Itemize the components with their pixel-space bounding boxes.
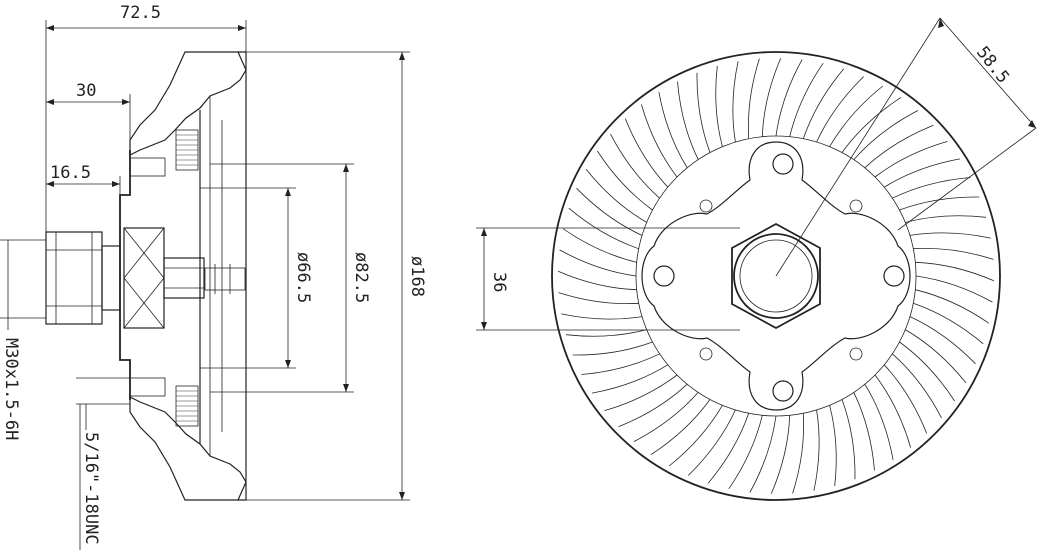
bearing-block <box>123 227 165 329</box>
dim-hub-depth: 30 <box>76 81 96 101</box>
fan-fin <box>558 292 639 305</box>
spring-coil-top <box>175 129 199 171</box>
fan-fin <box>841 97 902 153</box>
dim-flange-depth: 16.5 <box>50 163 91 183</box>
fan-fin <box>592 364 669 394</box>
fan-fin <box>899 341 955 402</box>
dim-hex-size: 36 <box>489 272 509 292</box>
housing-section-top <box>129 51 247 156</box>
fan-fin <box>874 374 911 448</box>
fan-fin <box>624 118 669 188</box>
fan-fin <box>915 261 995 282</box>
fan-fin <box>581 353 660 375</box>
fan-fin <box>633 392 699 442</box>
fan-fin <box>618 383 688 428</box>
fan-fin <box>677 81 699 160</box>
fan-outer-circle <box>551 51 1001 501</box>
fan-fin <box>789 62 824 137</box>
fan-fin <box>561 313 643 320</box>
fan-fin <box>604 374 678 411</box>
dim-diameter-82: ø82.5 <box>351 252 371 303</box>
shaft <box>163 257 205 299</box>
hub-star-flange <box>641 141 911 411</box>
fan-fin <box>816 76 865 143</box>
threaded-hub <box>45 231 103 325</box>
fan-fin <box>853 110 919 160</box>
fan-fin <box>658 92 688 169</box>
fan-fin <box>802 68 845 139</box>
fan-fin <box>864 124 934 169</box>
housing-outline <box>119 150 131 400</box>
fan-fin <box>905 215 986 223</box>
front-view: 36 58.5 <box>476 17 1037 501</box>
fan-fin <box>892 177 971 199</box>
cooling-fins <box>557 57 995 495</box>
fan-fin <box>899 196 980 211</box>
fan-fin <box>687 409 736 476</box>
housing-section-bottom <box>129 396 247 501</box>
fan-fin <box>566 329 647 337</box>
fan-fin <box>829 85 884 147</box>
fan-fin <box>668 405 723 467</box>
fan-fin <box>761 57 782 137</box>
dim-diameter-66: ø66.5 <box>293 252 313 303</box>
fan-fin <box>853 392 875 471</box>
fan-fin <box>883 158 960 188</box>
fan-fin <box>905 329 967 384</box>
fan-fin <box>792 413 805 494</box>
fan-fin <box>585 168 647 223</box>
fan-fin <box>915 289 990 324</box>
fan-fin <box>770 415 791 495</box>
fan-fin <box>715 66 723 147</box>
fan-fin <box>562 228 637 263</box>
fan-fin <box>874 141 948 178</box>
fan-fin <box>829 405 837 486</box>
fan-fin <box>892 353 942 419</box>
fan-fin <box>728 415 763 490</box>
fan-fin <box>696 72 711 153</box>
fan-fin <box>576 187 643 236</box>
fan-fin <box>841 399 856 480</box>
center-hex-nut <box>731 222 821 330</box>
fan-fin <box>597 150 653 211</box>
fan-fin <box>749 415 777 493</box>
side-section-view: 72.5 30 16.5 ø66.5 ø82.5 ø168 <box>0 3 427 550</box>
fan-fin <box>747 58 760 139</box>
fan-fin <box>610 133 660 199</box>
fan-fin <box>641 104 678 178</box>
fan-fin <box>909 316 976 365</box>
housing-outer-right <box>238 51 247 501</box>
spring-coil-bottom <box>175 385 199 427</box>
dim-overall-depth: 72.5 <box>120 3 161 23</box>
fan-fin <box>707 413 750 484</box>
fan-fin <box>913 247 994 260</box>
fin-inner-ring <box>635 135 917 417</box>
fan-fin <box>909 232 991 239</box>
fan-fin <box>913 302 984 345</box>
center-bolt <box>204 267 246 291</box>
fan-fin <box>732 61 739 143</box>
dim-radius: 58.5 <box>972 43 1013 88</box>
center-bore <box>733 233 819 319</box>
fan-fin <box>557 270 637 291</box>
fan-fin <box>883 364 928 434</box>
fan-fin <box>572 341 653 356</box>
fan-fin <box>915 275 993 303</box>
fan-fin <box>650 399 711 455</box>
fan-fin <box>813 409 820 491</box>
fan-fin <box>864 383 894 460</box>
fan-fin <box>775 59 803 137</box>
fan-fin <box>559 249 637 277</box>
fan-fin <box>568 207 639 250</box>
thread-label: M30x1.5-6H <box>1 338 21 440</box>
bolt-spec-label: 5/16"-18UNC <box>81 432 101 545</box>
dim-diameter-168: ø168 <box>407 256 427 297</box>
